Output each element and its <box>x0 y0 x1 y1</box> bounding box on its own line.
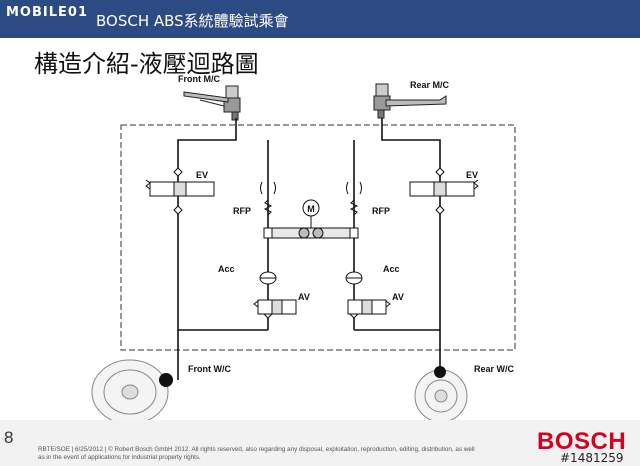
label-acc-right: Acc <box>383 264 400 274</box>
rfp-dampers <box>260 181 362 216</box>
label-rear-mc: Rear M/C <box>410 80 450 90</box>
hydraulic-lines <box>177 118 441 380</box>
label-av-left: AV <box>298 292 310 302</box>
pump-motor <box>263 199 359 239</box>
accumulators <box>259 271 363 285</box>
header-bar: MOBILE01 BOSCH ABS系統體驗試乘會 <box>0 0 640 38</box>
av-valve-left <box>253 299 297 315</box>
ev-valve-left <box>145 179 215 197</box>
label-rfp-left: RFP <box>233 206 251 216</box>
rear-master-cylinder <box>373 83 447 119</box>
site-logo: MOBILE01 <box>6 5 88 20</box>
label-ev-left: EV <box>196 170 208 180</box>
page-number: 8 <box>4 428 14 447</box>
ev-valve-right <box>409 179 479 197</box>
label-av-right: AV <box>392 292 404 302</box>
bosch-wordmark: BOSCH <box>537 428 627 455</box>
rear-caliper <box>434 366 446 378</box>
front-wheel <box>91 359 169 425</box>
label-rear-wc: Rear W/C <box>474 364 515 374</box>
av-valve-right <box>347 299 391 315</box>
label-front-wc: Front W/C <box>188 364 231 374</box>
front-caliper <box>159 373 173 387</box>
label-acc-left: Acc <box>218 264 235 274</box>
label-rfp-right: RFP <box>372 206 390 216</box>
front-master-cylinder <box>183 85 241 121</box>
rear-wheel <box>414 369 468 423</box>
event-subtitle: BOSCH ABS系統體驗試乘會 <box>96 12 289 30</box>
hecu-boundary <box>120 124 516 351</box>
footer-bar <box>0 420 640 466</box>
label-ev-right: EV <box>466 170 478 180</box>
label-front-mc: Front M/C <box>178 74 220 84</box>
page-title: 構造介紹-液壓迴路圖 <box>34 50 259 78</box>
motor-label: M <box>307 204 315 214</box>
legal-notice: RBTE/SOE | 6/25/2012 | © Robert Bosch Gm… <box>38 446 475 461</box>
image-watermark: #1481259 <box>560 451 624 465</box>
